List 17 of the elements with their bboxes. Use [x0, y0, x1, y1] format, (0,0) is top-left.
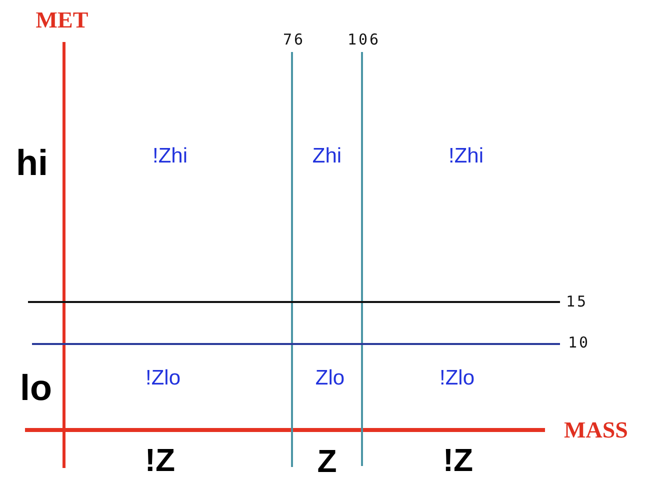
zone-label: !Z	[144, 444, 176, 476]
tick-label: 106	[347, 32, 381, 48]
region-label: !Zhi	[448, 146, 484, 166]
tick-label: 10	[568, 336, 590, 350]
level-label: lo	[20, 370, 52, 406]
region-label: Zhi	[312, 146, 342, 166]
level-label: hi	[16, 145, 48, 181]
zone-label: Z	[317, 445, 337, 477]
region-label: !Zhi	[152, 146, 188, 166]
axis-title: MASS	[564, 418, 628, 442]
region-label: !Zlo	[146, 368, 180, 388]
region-label: !Zlo	[440, 368, 474, 388]
zone-label: !Z	[442, 444, 474, 476]
axis-title: MET	[36, 8, 88, 32]
tick-label: 15	[566, 294, 588, 310]
tick-label: 76	[282, 32, 306, 48]
region-label: Zlo	[315, 368, 345, 388]
